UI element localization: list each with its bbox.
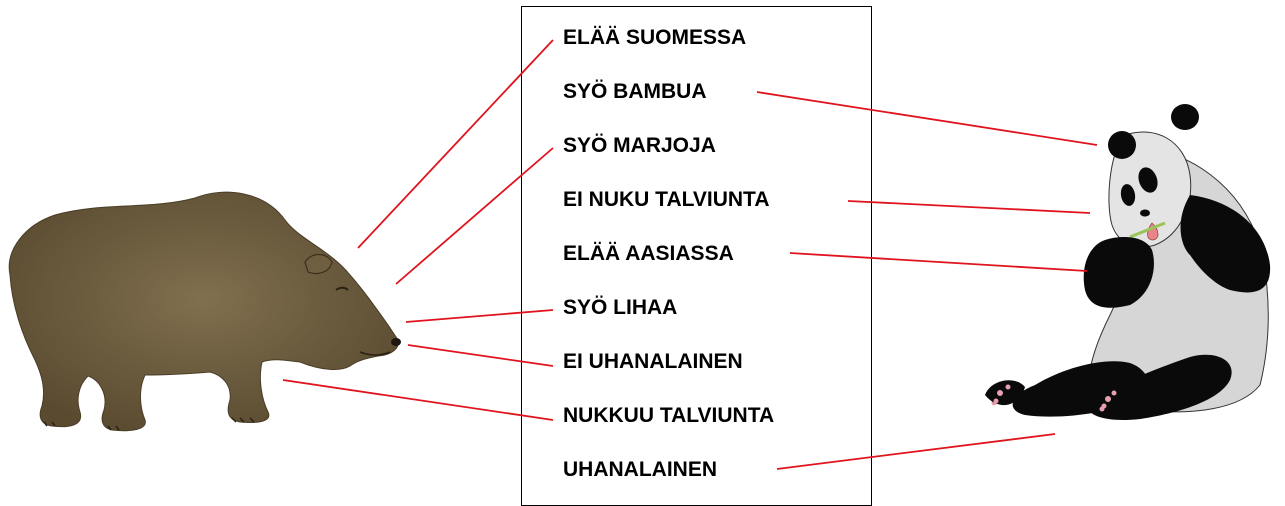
- giant-panda-icon: [985, 104, 1271, 421]
- connector-ei-nuku-talviunta-to-panda: [847, 200, 1091, 214]
- connector-syo-bambua-to-panda: [756, 91, 1098, 146]
- label-nukkuu-talviunta: NUKKUU TALVIUNTA: [563, 404, 775, 427]
- label-ei-uhanalainen: EI UHANALAINEN: [563, 350, 743, 373]
- connector-elaa-suomessa-to-bear: [357, 39, 554, 249]
- connector-uhanalainen-to-panda: [776, 433, 1056, 470]
- connector-ei-uhanalainen-to-bear: [407, 344, 554, 367]
- label-elaa-aasiassa: ELÄÄ AASIASSA: [563, 242, 734, 265]
- connector-syo-marjoja-to-bear: [395, 147, 554, 285]
- label-syo-marjoja: SYÖ MARJOJA: [563, 134, 716, 157]
- connector-syo-lihaa-to-bear: [405, 309, 554, 323]
- label-syo-lihaa: SYÖ LIHAA: [563, 296, 678, 319]
- connector-elaa-aasiassa-to-panda: [789, 252, 1088, 272]
- matching-exercise: ELÄÄ SUOMESSA SYÖ BAMBUA SYÖ MARJOJA EI …: [8, 6, 1271, 506]
- label-ei-nuku-talviunta: EI NUKU TALVIUNTA: [563, 188, 770, 211]
- brown-bear-icon: [8, 191, 401, 432]
- label-uhanalainen: UHANALAINEN: [563, 458, 717, 481]
- label-elaa-suomessa: ELÄÄ SUOMESSA: [563, 26, 747, 49]
- label-syo-bambua: SYÖ BAMBUA: [563, 80, 707, 103]
- connector-nukkuu-talviunta-to-bear: [282, 379, 554, 421]
- connector-lines: [282, 39, 1098, 470]
